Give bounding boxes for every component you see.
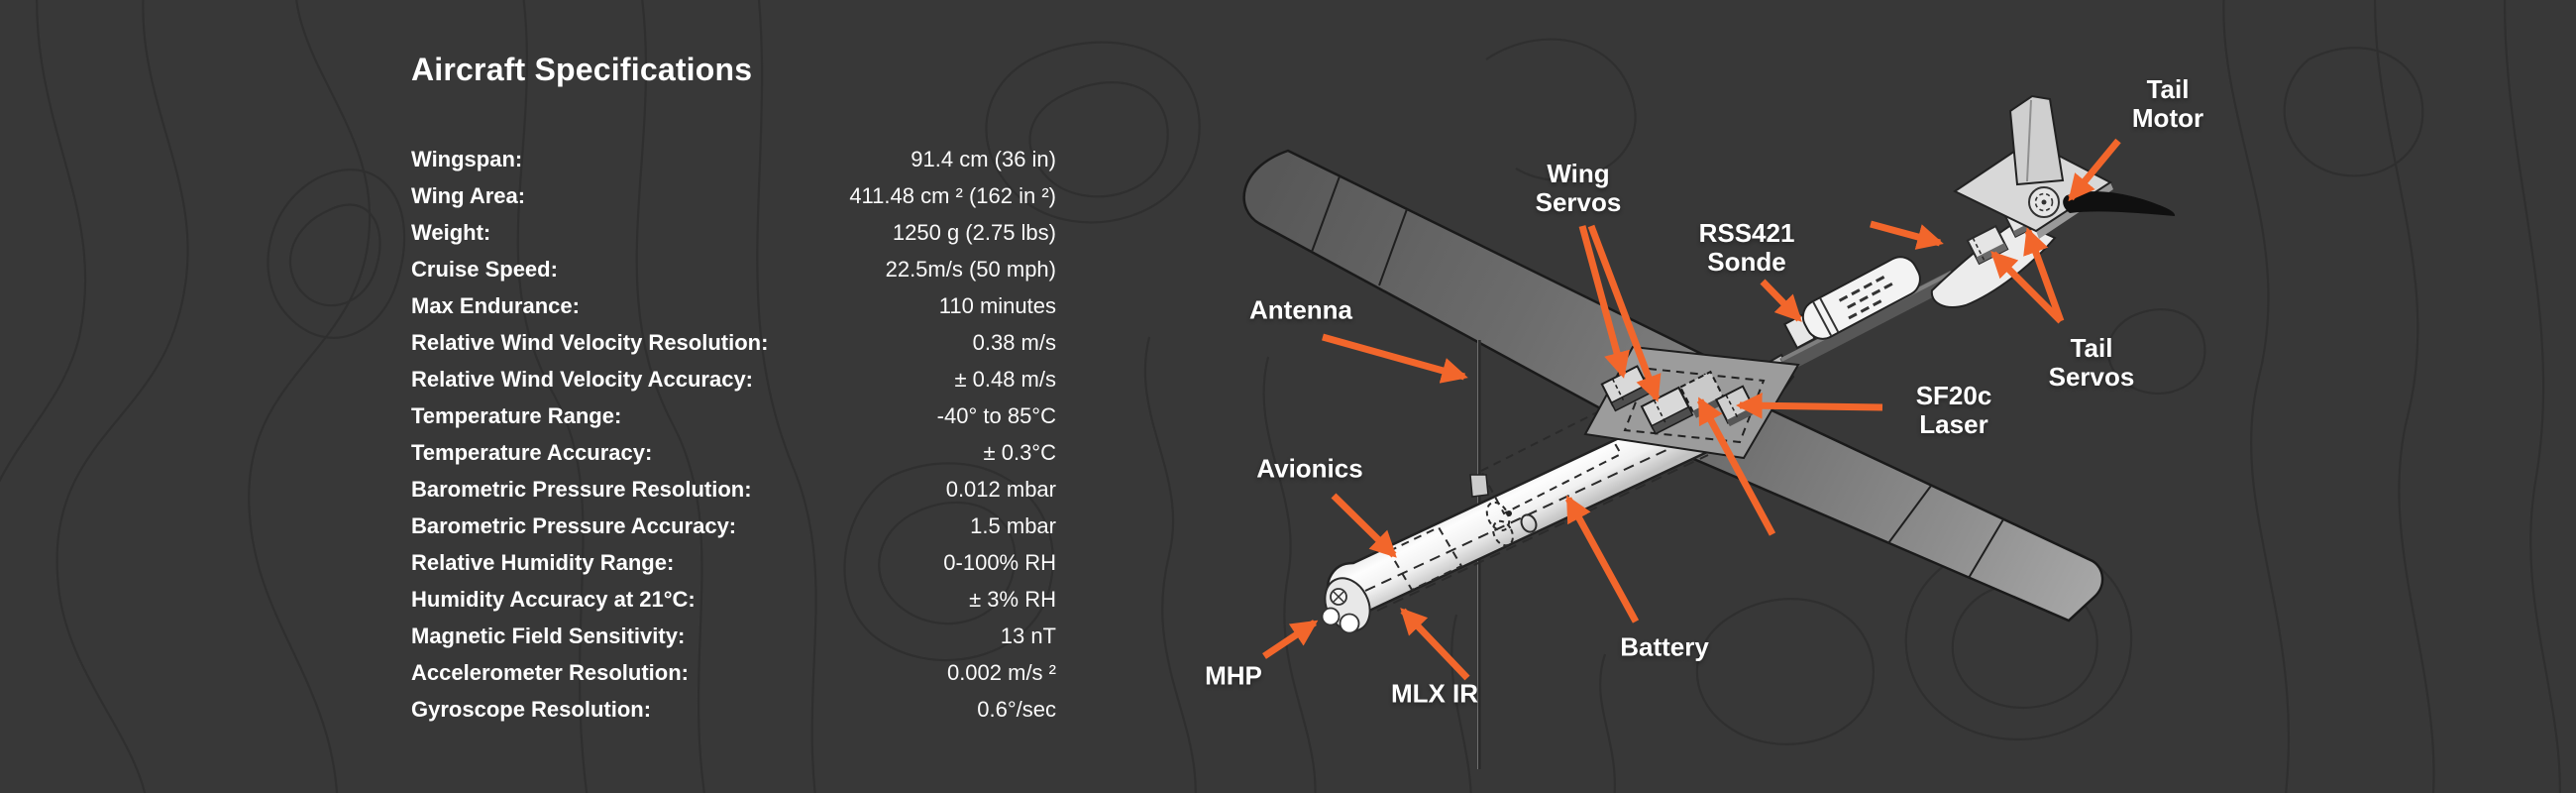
spec-label: Accelerometer Resolution:: [411, 660, 689, 685]
spec-label: Wing Area:: [411, 183, 526, 208]
spec-row: Relative Wind Velocity Accuracy: ± 0.48 m…: [411, 361, 1056, 397]
rss421-sonde-arrow-2: [1870, 220, 1944, 250]
label-rss421-sonde: RSS421 Sonde: [1698, 217, 1795, 277]
label-antenna: Antenna: [1249, 294, 1352, 325]
tail-servos-arrow-2: [2023, 227, 2065, 323]
vertical-fin: [2008, 94, 2065, 186]
left-wing-panel-line: [1311, 175, 1341, 253]
spec-label: Barometric Pressure Accuracy:: [411, 513, 737, 538]
spec-row: Temperature Accuracy: ± 0.3°C: [411, 434, 1056, 471]
antenna-mount-bracket: [1469, 474, 1489, 498]
spec-row: Relative Humidity Range: 0-100% RH: [411, 544, 1056, 581]
spec-value: 411.48 cm ² (162 in ²): [849, 183, 1056, 208]
label-battery: Battery: [1620, 631, 1709, 662]
horizontal-stabilizer: [1953, 139, 2112, 233]
sonde-markings: [1838, 276, 1893, 320]
fuselage-detail-dot: [1506, 510, 1512, 516]
spec-value: 0-100% RH: [943, 550, 1056, 575]
avionics-arrow: [1331, 493, 1397, 558]
spec-row: Temperature Range: -40° to 85°C: [411, 397, 1056, 434]
spec-value: ± 3% RH: [969, 587, 1056, 612]
spec-row: Gyroscope Resolution: 0.6°/sec: [411, 691, 1056, 728]
spec-value: 0.38 m/s: [972, 330, 1056, 355]
callout-arrows: [1262, 138, 2121, 681]
spec-row: Barometric Pressure Resolution: 0.012 mba…: [411, 471, 1056, 508]
label-mlx-ir: MLX IR: [1390, 678, 1479, 709]
spec-label: Cruise Speed:: [411, 257, 558, 282]
label-sf20c-laser: SF20c Laser: [1915, 380, 1992, 439]
spec-label: Relative Wind Velocity Resolution:: [411, 330, 769, 355]
spec-label: Temperature Accuracy:: [411, 440, 653, 465]
propeller-blade: [2063, 191, 2176, 216]
spec-row: Wingspan: 91.4 cm (36 in): [411, 141, 1056, 177]
spec-value: 0.012 mbar: [945, 477, 1056, 502]
spec-value: 1.5 mbar: [970, 513, 1056, 538]
label-avionics: Avionics: [1256, 453, 1363, 484]
spec-row: Weight: 1250 g (2.75 lbs): [411, 214, 1056, 251]
spec-row: Relative Wind Velocity Resolution: 0.38 m…: [411, 324, 1056, 361]
spec-value: 1250 g (2.75 lbs): [892, 220, 1056, 245]
mhp-probe-ports: [1321, 588, 1360, 634]
label-mhp: MHP: [1205, 660, 1262, 691]
spec-value: ± 0.48 m/s: [954, 367, 1056, 392]
left-wing-panel-line: [1378, 208, 1408, 286]
antenna-arrow: [1322, 333, 1468, 384]
spec-value: ± 0.3°C: [983, 440, 1056, 465]
spec-value: 22.5m/s (50 mph): [885, 257, 1056, 282]
right-wing-aileron-line: [1887, 485, 1932, 544]
spec-row: Accelerometer Resolution: 0.002 m/s ²: [411, 654, 1056, 691]
battery-arrow: [1564, 495, 1640, 623]
right-wing: [1665, 391, 2104, 623]
mhp-arrow: [1262, 620, 1319, 659]
spec-value: 91.4 cm (36 in): [911, 147, 1056, 171]
spec-label: Relative Wind Velocity Accuracy:: [411, 367, 754, 392]
spec-value: 0.002 m/s ²: [946, 660, 1056, 685]
rss421-sonde-arrow-1: [1760, 279, 1802, 322]
spec-value: -40° to 85°C: [936, 403, 1056, 428]
spec-row: Max Endurance: 110 minutes: [411, 287, 1056, 324]
spec-row: Wing Area: 411.48 cm ² (162 in ²): [411, 177, 1056, 214]
label-tail-servos: Tail Servos: [2048, 332, 2135, 392]
spec-rows: Wingspan: 91.4 cm (36 in) Wing Area: 411.48…: [411, 141, 1056, 728]
spec-label: Wingspan:: [411, 147, 523, 171]
spec-row: Magnetic Field Sensitivity: 13 nT: [411, 618, 1056, 654]
label-wing-servos: Wing Servos: [1535, 158, 1622, 217]
tail-assembly: [1930, 94, 2176, 308]
spec-label: Relative Humidity Range:: [411, 550, 675, 575]
tail-motor-body: [2028, 186, 2060, 218]
spec-label: Humidity Accuracy at 21°C:: [411, 587, 696, 612]
spec-label: Gyroscope Resolution:: [411, 697, 652, 722]
spec-row: Cruise Speed: 22.5m/s (50 mph): [411, 251, 1056, 287]
spec-row: Barometric Pressure Accuracy: 1.5 mbar: [411, 508, 1056, 544]
spec-label: Temperature Range:: [411, 403, 622, 428]
tail-motor-arrow: [2068, 138, 2121, 202]
wing-servos-arrow-1: [1578, 225, 1630, 379]
avionics-hatch-outline: [1387, 525, 1463, 592]
sf20c-laser-arrow-1: [1736, 393, 1883, 419]
sf20c-laser-arrow-2: [1696, 396, 1776, 536]
spec-value: 0.6°/sec: [977, 697, 1056, 722]
tail-servos-arrow-1: [1990, 251, 2064, 324]
right-wing-aileron-line: [1968, 518, 2004, 579]
center-section-outline: [1623, 367, 1766, 444]
specs-title: Aircraft Specifications: [411, 52, 753, 87]
spec-value: 110 minutes: [938, 293, 1056, 318]
battery-outline: [1479, 410, 1623, 515]
fuselage-internal-outlines: [1364, 410, 1709, 612]
spec-value: 13 nT: [1000, 623, 1056, 648]
spec-label: Max Endurance:: [411, 293, 580, 318]
label-tail-motor: Tail Motor: [2131, 73, 2204, 133]
spec-row: Humidity Accuracy at 21°C: ± 3% RH: [411, 581, 1056, 618]
spec-label: Weight:: [411, 220, 491, 245]
spec-label: Barometric Pressure Resolution:: [411, 477, 752, 502]
wing-servos-arrow-2: [1587, 224, 1662, 402]
spec-label: Magnetic Field Sensitivity:: [411, 623, 686, 648]
wing-servo-box: [1640, 386, 1694, 435]
fuselage: [1321, 389, 1757, 634]
mlx-ir-arrow: [1400, 608, 1470, 681]
